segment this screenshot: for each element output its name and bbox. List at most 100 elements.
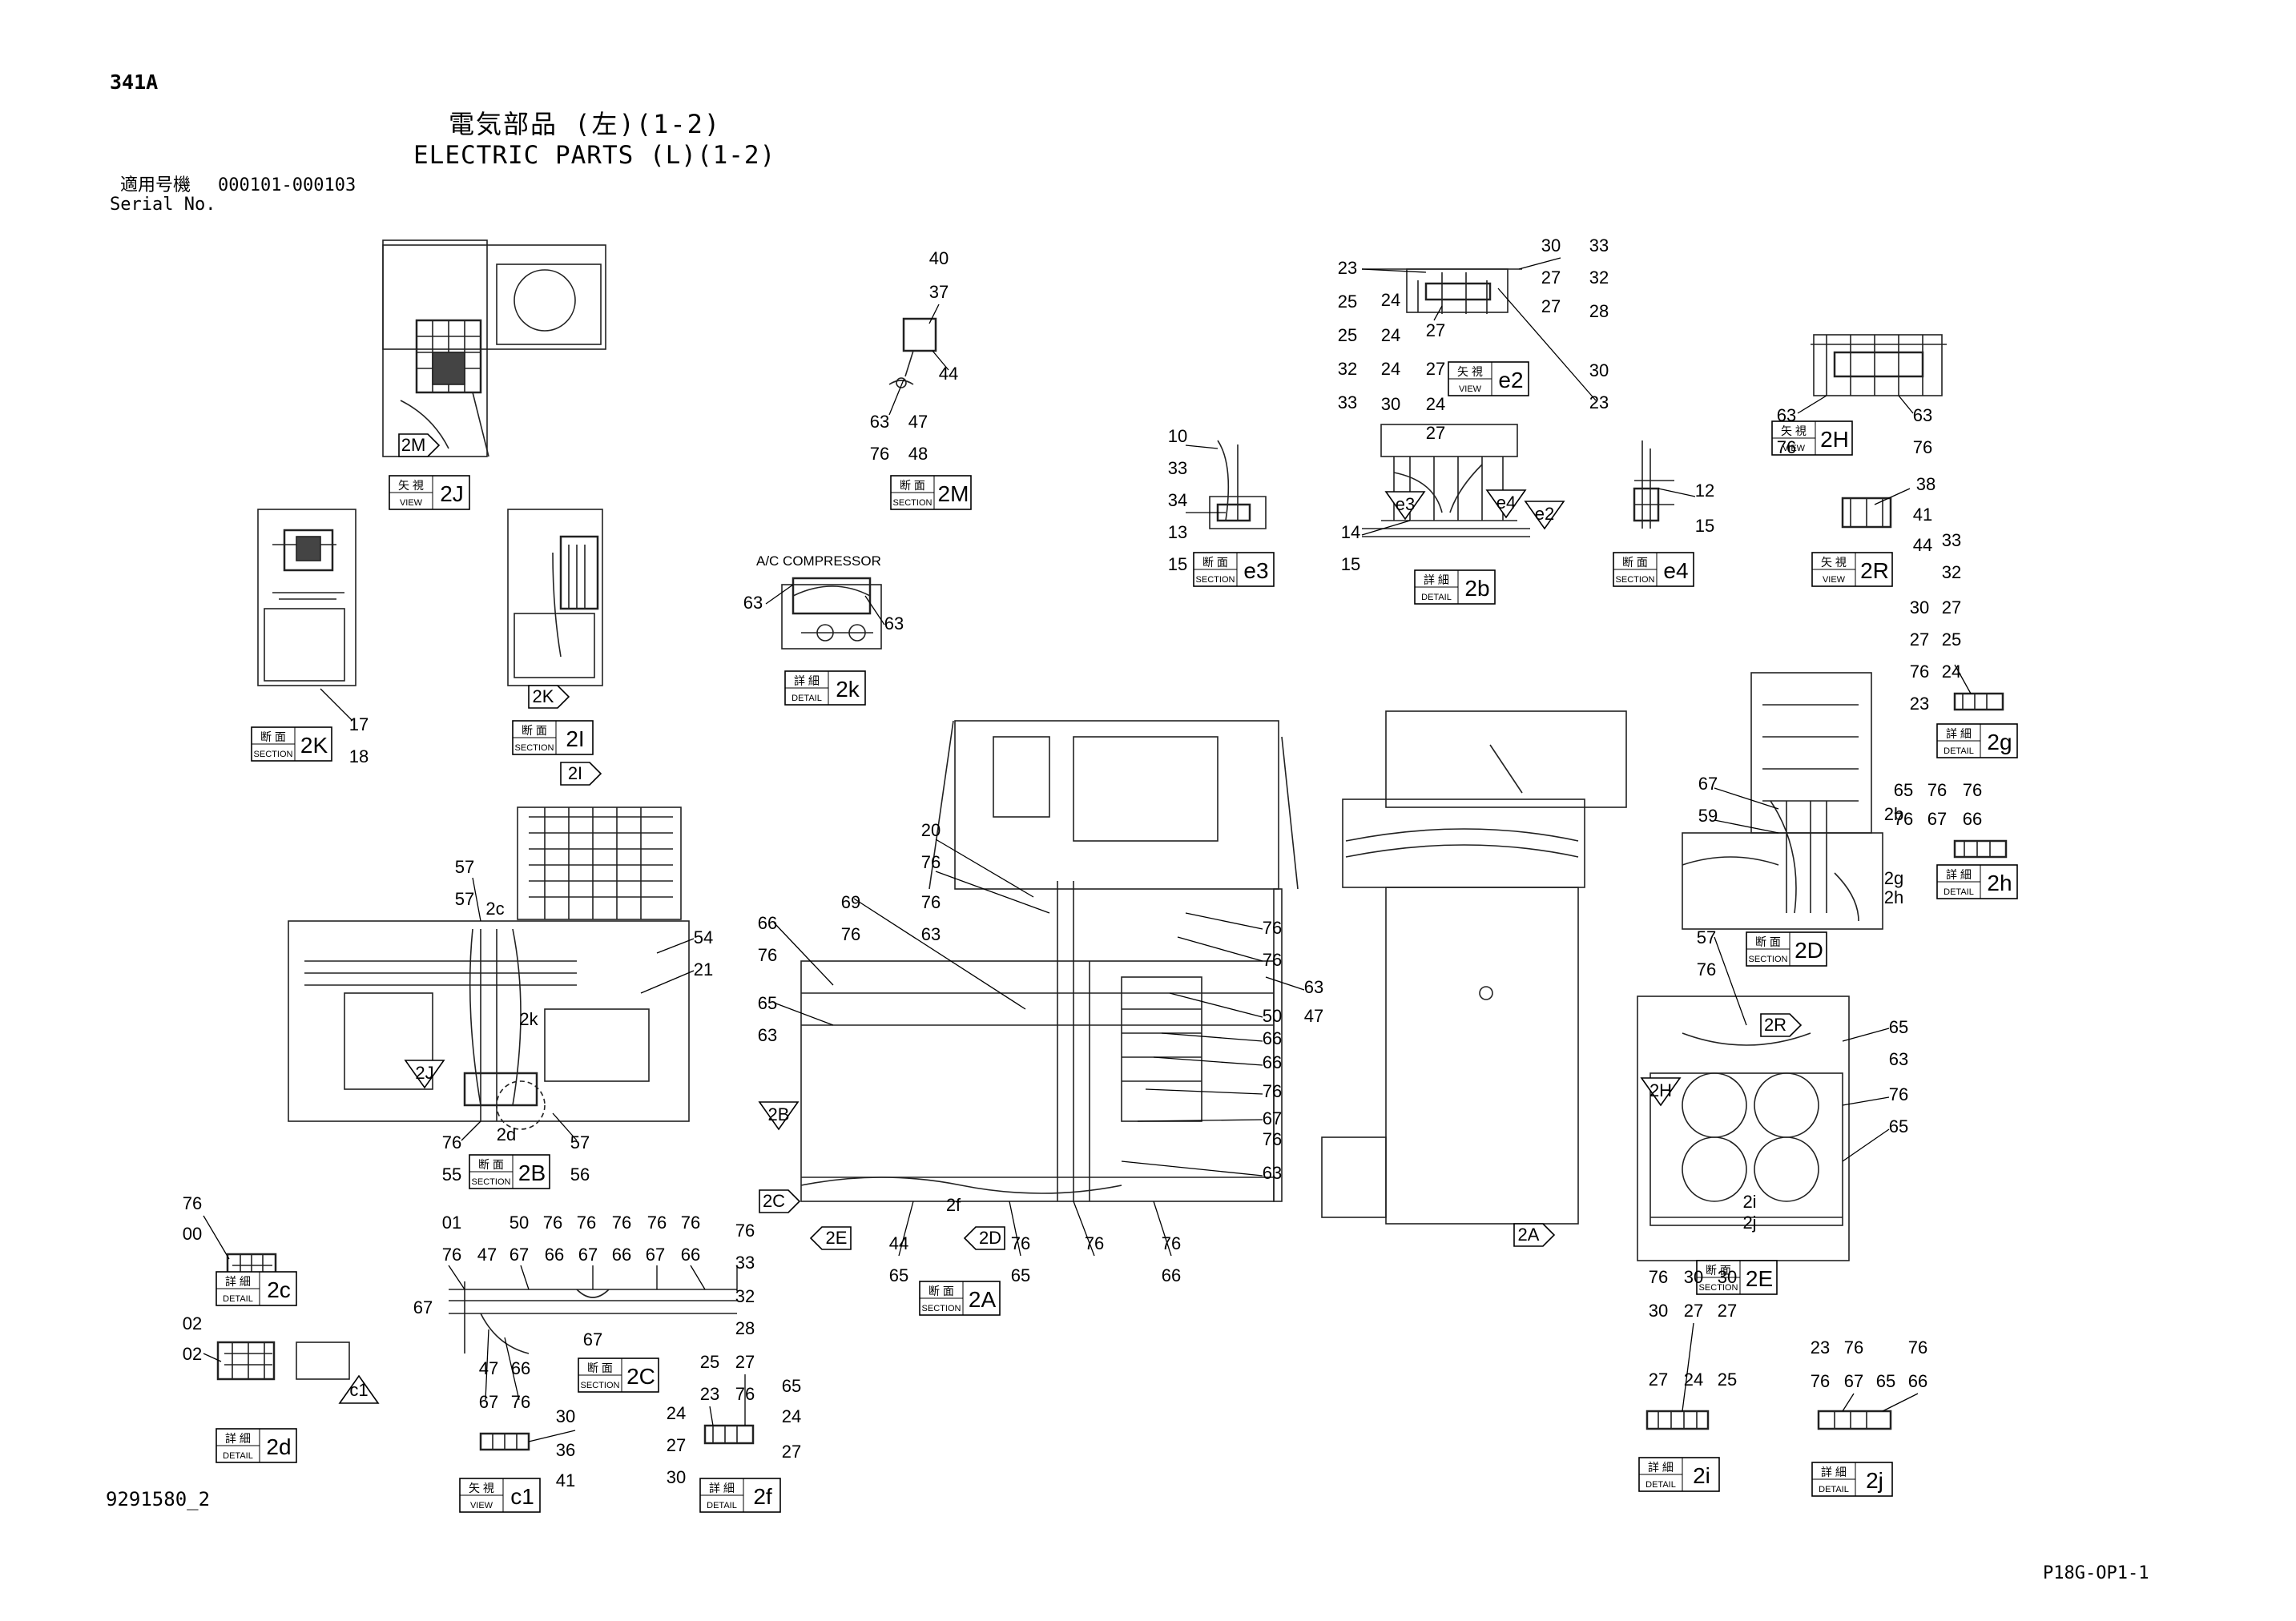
detail-ref-2k: 2k — [519, 1009, 538, 1029]
part-number: 44 — [939, 364, 958, 384]
part-number: 63 — [884, 613, 904, 634]
part-number: 76 — [183, 1193, 202, 1213]
drawing-detail-2g — [1953, 692, 2004, 711]
label-kind-en: SECTION — [1196, 575, 1235, 585]
drawing-detail-2d — [216, 1341, 350, 1381]
part-number: 65 — [1894, 780, 1913, 800]
leader-line — [1177, 936, 1263, 962]
leader-line — [485, 1329, 489, 1401]
part-number: 44 — [889, 1233, 908, 1253]
leader-line — [640, 970, 695, 994]
part-number: 27 — [1426, 423, 1445, 443]
part-number: 33 — [1942, 530, 1961, 550]
leader-line — [1898, 395, 1914, 414]
label-code: 2J — [440, 481, 464, 506]
label-kind-en: DETAIL — [1645, 1480, 1676, 1490]
label-kind-en: DETAIL — [1944, 887, 1974, 897]
part-number: 66 — [681, 1245, 700, 1265]
part-number: 76 — [1894, 809, 1913, 829]
part-number: 76 — [1162, 1233, 1181, 1253]
view-mark-2i: 2I — [560, 762, 602, 786]
part-number: 67 — [1927, 809, 1947, 829]
leader-line — [1137, 1119, 1263, 1122]
part-number: 15 — [1341, 554, 1360, 574]
view-mark-code: 2M — [401, 435, 426, 455]
label-code: 2d — [266, 1434, 291, 1459]
label-kind-en: DETAIL — [707, 1501, 737, 1510]
label-kind-jp: 詳 細 — [1946, 868, 1972, 881]
part-number: 76 — [735, 1384, 755, 1404]
label-kind-en: SECTION — [893, 498, 932, 508]
view-mark-2h: 2H — [1640, 1077, 1682, 1107]
label-code: 2b — [1464, 576, 1489, 601]
part-number: 76 — [1263, 1081, 1282, 1101]
label-kind-en: SECTION — [581, 1381, 620, 1390]
part-number: 76 — [612, 1213, 631, 1233]
leader-line — [1842, 1028, 1890, 1042]
leader-line — [1145, 1088, 1263, 1095]
part-number: 63 — [1889, 1049, 1908, 1069]
part-number: 10 — [1168, 426, 1187, 446]
part-number: 28 — [1589, 301, 1609, 321]
label-kind-en: SECTION — [254, 750, 293, 759]
part-number: 32 — [1942, 562, 1961, 582]
part-number: 23 — [1811, 1337, 1830, 1358]
label-code: 2i — [1693, 1463, 1710, 1488]
part-number: 76 — [647, 1213, 667, 1233]
label-kind-en: DETAIL — [223, 1451, 253, 1461]
part-number: 76 — [1908, 1337, 1927, 1358]
label-code: 2E — [1746, 1266, 1773, 1291]
part-number: 18 — [349, 746, 369, 766]
label-code: 2h — [1987, 871, 2012, 895]
part-number: 01 — [442, 1213, 461, 1233]
part-number: 30 — [1589, 360, 1609, 380]
view-mark-code: 2J — [415, 1063, 433, 1083]
part-number: 30 — [1541, 235, 1561, 255]
part-number: 23 — [700, 1384, 719, 1404]
drawing-detail-2k — [781, 577, 882, 650]
part-number: 24 — [1426, 394, 1445, 414]
label-code: e4 — [1663, 558, 1688, 583]
detail-ref-2f: 2f — [946, 1195, 961, 1215]
label-code: 2C — [626, 1364, 655, 1389]
label-kind-en: SECTION — [922, 1304, 961, 1313]
label-kind-jp: 断 面 — [1706, 1264, 1731, 1277]
part-number: 76 — [577, 1213, 596, 1233]
leader-line — [1682, 1322, 1694, 1412]
label-code: 2I — [566, 726, 584, 751]
label-kind-jp: 断 面 — [260, 730, 286, 743]
part-number: 30 — [1684, 1267, 1703, 1287]
part-number: 67 — [510, 1245, 529, 1265]
part-number: 76 — [921, 852, 941, 872]
view-mark-2r: 2R — [1760, 1013, 1803, 1037]
view-mark-e3: e3 — [1384, 491, 1426, 521]
view-mark-2j: 2J — [404, 1060, 445, 1089]
part-number: 27 — [667, 1435, 686, 1455]
leader-line — [461, 1120, 481, 1141]
part-number: 27 — [1910, 629, 1929, 650]
part-number: 24 — [1381, 290, 1400, 310]
part-number: 40 — [929, 248, 949, 268]
part-number: 24 — [1381, 325, 1400, 345]
leader-line — [472, 877, 481, 922]
leader-line — [520, 1265, 530, 1290]
part-number: 76 — [1811, 1371, 1830, 1391]
view-mark-e2: e2 — [1524, 501, 1565, 530]
label-kind-en: DETAIL — [1421, 593, 1452, 602]
leader-line — [864, 595, 885, 625]
part-number: 54 — [694, 927, 713, 947]
label-kind-en: VIEW — [1823, 575, 1846, 585]
label-code: e3 — [1243, 558, 1268, 583]
serial-range: 000101-000103 — [218, 175, 356, 195]
part-number: 27 — [782, 1442, 801, 1462]
